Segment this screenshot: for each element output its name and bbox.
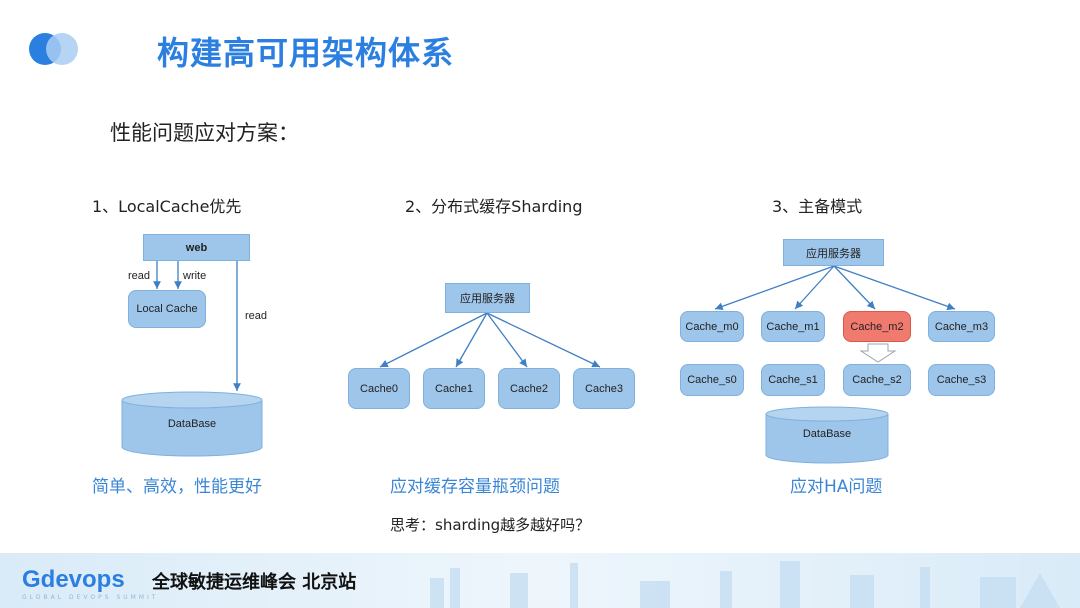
database-cylinder-3 (765, 406, 889, 464)
app-server-box: 应用服务器 (445, 283, 530, 313)
app-server-box: 应用服务器 (783, 239, 884, 266)
slave-cache-node: Cache_s2 (843, 364, 911, 396)
cache-node: Cache2 (498, 368, 560, 409)
master-cache-node: Cache_m0 (680, 311, 744, 342)
brand-logo: Gdevops (22, 566, 125, 593)
cache-node: Cache3 (573, 368, 635, 409)
logo-icon (29, 33, 78, 65)
master-cache-node: Cache_m1 (761, 311, 825, 342)
footer-banner (0, 553, 1080, 608)
section1-note: 简单、高效，性能更好 (92, 477, 262, 497)
cache-node: Cache1 (423, 368, 485, 409)
failed-master-cache-node: Cache_m2 (843, 311, 911, 342)
section1-heading: 1、LocalCache优先 (92, 197, 242, 216)
read-label: read (128, 270, 151, 282)
database-cylinder-1 (121, 391, 263, 457)
brand-tagline: GLOBAL DEVOPS SUMMIT (22, 594, 159, 601)
city-skyline-decoration (430, 561, 1060, 608)
reflection-question: 思考：sharding越多越好吗？ (390, 516, 591, 534)
write-label: write (183, 270, 207, 282)
slave-cache-node: Cache_s0 (680, 364, 744, 396)
slave-cache-node: Cache_s3 (928, 364, 995, 396)
slave-cache-node: Cache_s1 (761, 364, 825, 396)
local-cache-box: Local Cache (128, 290, 206, 328)
section3-note: 应对HA问题 (790, 477, 883, 497)
section3-heading: 3、主备模式 (772, 197, 863, 216)
master-cache-node: Cache_m3 (928, 311, 995, 342)
database-label-1: DataBase (167, 418, 217, 430)
page-title: 构建高可用架构体系 (157, 34, 455, 72)
read-db-label: read (245, 310, 268, 322)
web-box: web (143, 234, 250, 261)
database-label-3: DataBase (802, 428, 852, 440)
slide-subtitle: 性能问题应对方案： (110, 121, 299, 145)
section2-note: 应对缓存容量瓶颈问题 (390, 477, 560, 497)
section2-heading: 2、分布式缓存Sharding (405, 197, 583, 216)
event-name: 全球敏捷运维峰会 北京站 (152, 572, 357, 593)
cache-node: Cache0 (348, 368, 410, 409)
